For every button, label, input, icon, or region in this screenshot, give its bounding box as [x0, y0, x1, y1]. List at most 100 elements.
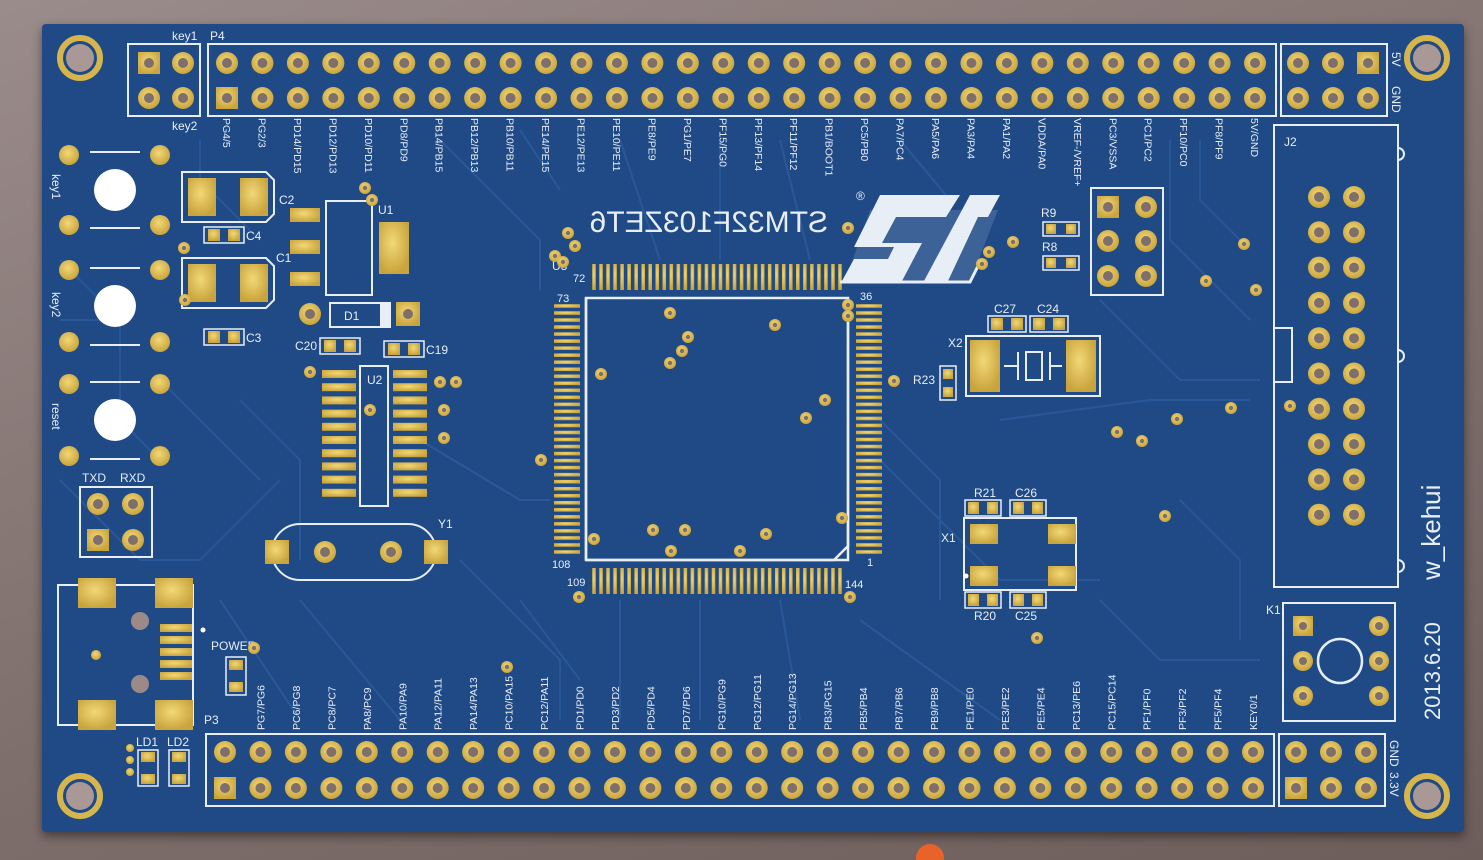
capacitor-c19 [383, 340, 425, 358]
capacitor-c2 [181, 171, 275, 223]
p3-pad-top-16 [781, 741, 804, 763]
c19-label: C19 [426, 343, 448, 357]
uart-rxd-label: RXD [120, 471, 146, 485]
mounting-hole-tl-drill [66, 44, 94, 72]
p3-pad-top-18 [852, 741, 875, 763]
p3-pad-top-26 [1135, 741, 1158, 763]
j2-pad-right-9 [1343, 503, 1365, 526]
u2-label: U2 [367, 373, 383, 387]
via [842, 222, 854, 234]
via [1225, 402, 1237, 414]
p3-pin-label: PG10/PG9 [716, 679, 728, 730]
p3-pin-label: PA8/PC9 [362, 687, 374, 730]
p3-pad-top-9 [533, 741, 556, 763]
p3-pad-top-27 [1171, 741, 1194, 763]
power-top-pad-b-2 [1357, 87, 1379, 109]
key-header-top-label: key1 [172, 29, 198, 43]
via [588, 533, 600, 545]
p4-pin-label: PE8/PE9 [645, 118, 657, 161]
p4-pin-label: PD10/PD11 [362, 118, 374, 173]
p4-pad-top-2 [286, 52, 309, 74]
p4-pad-bottom-21 [960, 87, 983, 109]
p3-pad-bottom-16 [781, 777, 804, 799]
header-p3-name: P3 [204, 713, 219, 727]
p4-pin-label: PA7/PC4 [894, 118, 906, 161]
p3-pin-label: PF5/PF4 [1213, 688, 1225, 730]
j2-pad-right-0 [1343, 186, 1365, 208]
j2-pad-right-3 [1343, 291, 1365, 314]
via [888, 375, 900, 387]
header-p3-pads [214, 741, 1265, 799]
p3-pad-top-0 [214, 741, 236, 763]
p3-pad-top-5 [391, 741, 414, 763]
p3-pin-label: PF3/PF2 [1177, 688, 1189, 730]
mcu-part-number: STM32F103ZET6 [590, 206, 828, 239]
mounting-hole-bl [57, 773, 103, 819]
power-header-bottom-pads [1285, 741, 1377, 799]
via [760, 528, 772, 540]
j2-pad-right-5 [1343, 362, 1365, 385]
p4-pad-bottom-13 [676, 87, 699, 109]
j2-pad-left-4 [1308, 327, 1330, 350]
jtag-connector-pads [1308, 186, 1365, 526]
p3-pin-label: PC13/PE6 [1071, 681, 1083, 730]
c25-label: C25 [1015, 609, 1037, 623]
crystal-y1 [265, 523, 448, 581]
via [682, 331, 694, 343]
d1-label: D1 [344, 309, 360, 323]
p4-pad-top-15 [747, 52, 770, 74]
ld2-label: LD2 [167, 735, 189, 749]
p4-pad-top-14 [712, 52, 735, 74]
p4-pin-label: VREF-/VREF+ [1071, 118, 1083, 187]
p4-pin-label: PB10/PB11 [504, 118, 516, 172]
p3-pad-top-1 [249, 741, 272, 763]
p3-pin-label: PC15/PC14 [1106, 674, 1118, 730]
p3-pad-top-23 [1029, 741, 1052, 763]
uart-txd-label: TXD [82, 471, 106, 485]
p3-pad-bottom-18 [852, 777, 875, 799]
r8-label: R8 [1042, 240, 1058, 254]
button-key2-label: key2 [49, 292, 63, 318]
p4-pad-top-10 [570, 52, 593, 74]
r23-label: R23 [913, 373, 935, 387]
p4-pad-top-5 [393, 52, 416, 74]
key-header-outline [127, 43, 201, 117]
p3-pad-bottom-9 [533, 777, 556, 799]
p4-pin-label: VDDA/PA0 [1035, 118, 1047, 169]
capacitor-c3 [203, 328, 245, 346]
p3-pad-top-17 [816, 741, 839, 763]
p4-pad-top-28 [1208, 52, 1231, 74]
j2-pad-left-2 [1308, 256, 1330, 279]
diode-d1 [299, 302, 420, 328]
p4-pin-label: PD8/PD9 [397, 118, 409, 162]
uart-header-pads [87, 493, 144, 551]
p4-pad-bottom-18 [854, 87, 877, 109]
via [1200, 275, 1212, 287]
power-top-pad-a-0 [1287, 52, 1309, 74]
p3-pad-bottom-6 [426, 777, 449, 799]
power-switch-k1 [1282, 602, 1396, 722]
power-header-top-label-gnd: GND [1389, 86, 1403, 113]
via [1007, 236, 1019, 248]
p4-pin-label: 5V/GND [1248, 118, 1260, 158]
p4-pad-top-25 [1102, 52, 1125, 74]
boot-header-outline [1090, 187, 1164, 296]
p4-pad-top-1 [251, 52, 274, 74]
p4-pad-top-9 [535, 52, 558, 74]
mounting-hole-br [1404, 773, 1450, 819]
via [842, 299, 854, 311]
p3-pad-bottom-1 [249, 777, 272, 799]
crystal-x2 [965, 335, 1101, 397]
j2-pad-right-2 [1343, 256, 1365, 279]
button-reset [59, 374, 170, 466]
p4-pin-label: PF11/PF12 [787, 118, 799, 170]
p4-pad-top-22 [995, 52, 1018, 74]
date-label: 2013.6.20 [1420, 622, 1445, 720]
c20-label: C20 [295, 339, 317, 353]
key-header-pads [138, 52, 194, 109]
via [1159, 510, 1171, 522]
r21-label: R21 [974, 486, 996, 500]
c2-label: C2 [279, 193, 295, 207]
p4-pad-top-12 [641, 52, 664, 74]
